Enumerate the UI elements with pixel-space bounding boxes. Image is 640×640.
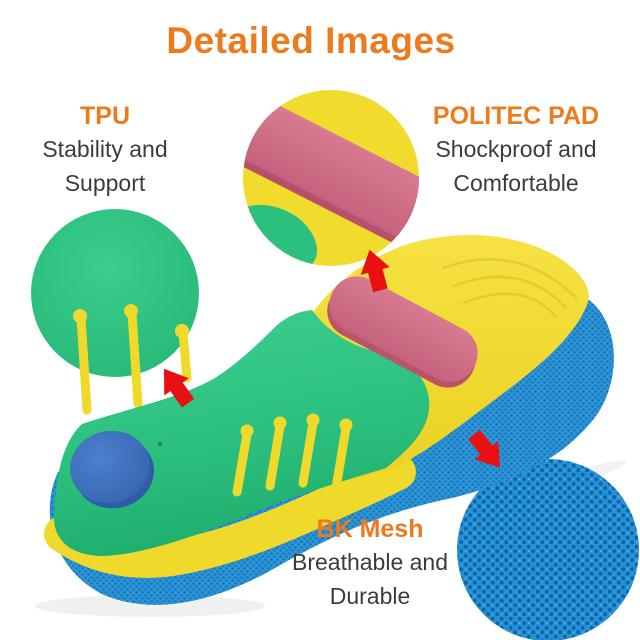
callout-tpu-line: Stability and [42, 136, 168, 162]
callout-politec-line: Shockproof and [435, 136, 597, 162]
midfoot-groove-slits [232, 413, 353, 497]
bkmesh-zoom-circle [457, 459, 639, 640]
callout-bk-heading: BK Mesh [316, 515, 424, 543]
page-title: Detailed Images [166, 20, 456, 61]
midsole-band [44, 454, 416, 578]
vent-hole [157, 441, 163, 447]
tpu-groove-pins [73, 304, 192, 415]
pink-pad [327, 276, 478, 388]
toe-arcs [442, 258, 578, 318]
callout-tpu-heading: TPU [80, 102, 130, 130]
callout-politec-heading: POLITEC PAD [432, 102, 600, 130]
callout-tpu: TPU Stability and Support [10, 100, 200, 200]
heel-shadow [35, 595, 265, 617]
callout-bk-line: Breathable and [291, 549, 448, 575]
callout-politec-pad: POLITEC PAD Shockproof and Comfortable [416, 100, 616, 200]
callout-bk-line: Durable [329, 583, 411, 609]
tpu-zoom-circle [31, 209, 199, 415]
callout-bk-mesh: BK Mesh Breathable and Durable [272, 513, 468, 613]
insole [44, 234, 614, 605]
callout-tpu-line: Support [64, 170, 146, 196]
callout-politec-line: Comfortable [453, 170, 579, 196]
heel-button [70, 430, 155, 509]
